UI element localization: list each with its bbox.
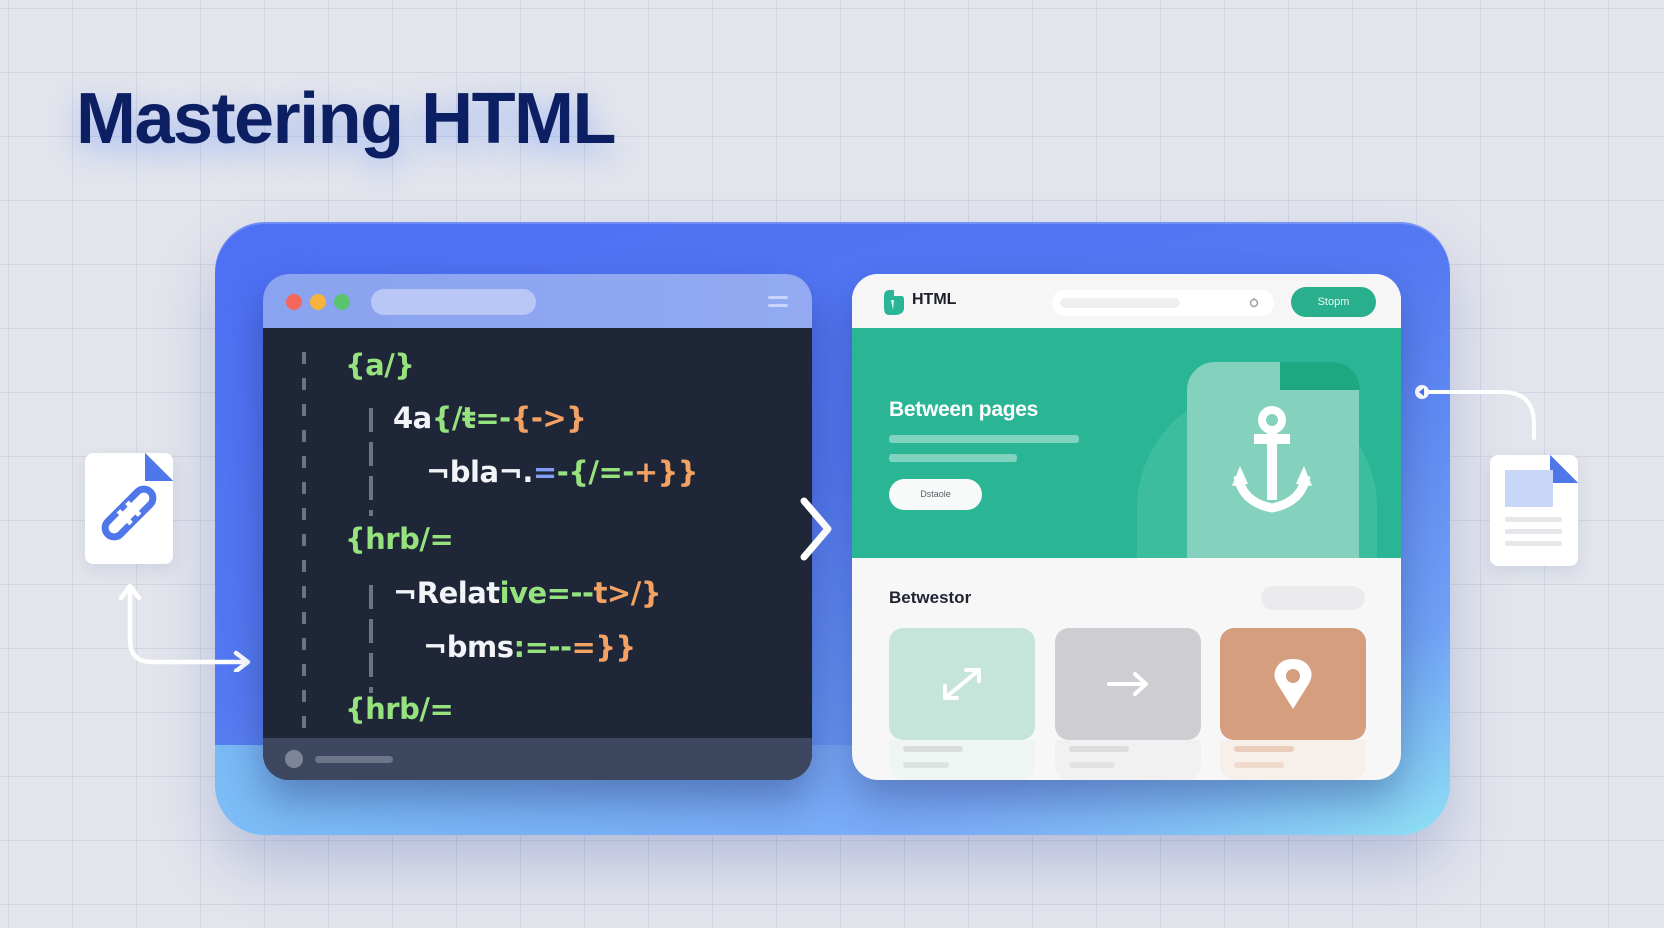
caption-placeholder	[903, 746, 963, 752]
code-line-7: {hrb/=	[345, 692, 454, 726]
browser-header: HTML Stopm	[852, 274, 1401, 328]
code-area[interactable]: {a/} 4a{/ŧ=-{->} ¬bla¬.=-{/=-+}} {hrb/= …	[263, 328, 812, 738]
connector-arrow-right	[1415, 385, 1536, 440]
caption-placeholder	[903, 762, 949, 768]
code-token: -{/=-	[556, 455, 635, 489]
code-token: ive=--	[499, 576, 594, 610]
chain-link-icon	[101, 485, 157, 541]
code-token: ¬Relat	[393, 576, 500, 610]
code-token: =	[532, 455, 557, 489]
code-token: {hrb/=	[345, 692, 454, 726]
code-editor-titlebar	[263, 274, 812, 328]
page-title: Mastering HTML	[76, 79, 617, 159]
code-line-2: 4a{/ŧ=-{->}	[393, 401, 587, 435]
hero-button[interactable]: Dstaole	[889, 479, 982, 510]
search-placeholder	[1060, 298, 1180, 308]
code-line-3: ¬bla¬.=-{/=-+}}	[426, 455, 698, 489]
code-token: ¬bla¬	[426, 455, 523, 489]
section-action-pill[interactable]	[1261, 586, 1365, 610]
caption-placeholder	[1069, 746, 1129, 752]
close-button[interactable]	[286, 294, 302, 310]
indent-guide	[369, 408, 373, 516]
link-document-icon	[85, 453, 173, 564]
editor-tab-bar[interactable]	[371, 289, 536, 315]
maximize-button[interactable]	[334, 294, 350, 310]
chevron-right-icon	[800, 497, 832, 561]
code-line-5: ¬Relative=--t>/}	[393, 576, 661, 610]
card-map-pin[interactable]	[1220, 628, 1366, 740]
code-token: 4a	[393, 401, 432, 435]
card-caption	[1055, 740, 1201, 780]
caption-placeholder	[1234, 746, 1294, 752]
status-text-placeholder	[315, 756, 393, 763]
doc-text-line	[1505, 529, 1562, 534]
code-token: .	[522, 455, 533, 489]
hero-text-placeholder	[889, 454, 1017, 462]
hero-section: Between pages Dstaole	[852, 328, 1401, 558]
anchor-icon	[1232, 406, 1312, 513]
doc-fold	[1550, 455, 1578, 483]
section-title: Betwestor	[889, 588, 972, 607]
brand-name: HTML	[912, 291, 957, 308]
code-token: {/ŧ=-	[431, 401, 511, 435]
code-token: {a/}	[345, 348, 415, 382]
hero-document-fold	[1280, 362, 1360, 390]
code-line-4: {hrb/=	[345, 522, 454, 556]
header-cta-button[interactable]: Stopm	[1291, 287, 1376, 317]
hero-text-placeholder	[889, 435, 1079, 443]
card-caption	[889, 740, 1035, 780]
doc-fold	[145, 453, 173, 481]
editor-status-bar	[263, 738, 812, 780]
code-token: :=--	[513, 630, 572, 664]
code-line-1: {a/}	[345, 348, 415, 382]
status-indicator	[285, 750, 303, 768]
code-line-6: ¬bms:=--=}}	[423, 630, 636, 664]
page-document-icon	[1490, 455, 1578, 566]
card-diagonal-arrows[interactable]	[889, 628, 1035, 740]
card-right-arrow[interactable]	[1055, 628, 1201, 740]
right-arrow-icon	[1107, 672, 1148, 696]
browser-preview-window: HTML Stopm Between pages Dstaole Betwest…	[852, 274, 1401, 780]
doc-image-placeholder	[1505, 470, 1553, 507]
gutter-guide	[302, 352, 306, 732]
menu-icon[interactable]	[768, 296, 788, 308]
diagonal-arrows-icon	[943, 668, 981, 700]
code-token: {hrb/=	[345, 522, 454, 556]
hero-title: Between pages	[889, 398, 1038, 421]
brand-logo-icon	[884, 290, 904, 315]
caption-placeholder	[1234, 762, 1284, 768]
doc-text-line	[1505, 541, 1562, 546]
search-icon[interactable]	[1248, 296, 1262, 310]
minimize-button[interactable]	[310, 294, 326, 310]
doc-text-line	[1505, 517, 1562, 522]
map-pin-icon	[1274, 659, 1312, 709]
code-token: +}}	[633, 455, 699, 489]
search-input[interactable]	[1052, 290, 1274, 316]
code-token: ¬bms	[423, 630, 514, 664]
connector-arrow-left	[118, 583, 251, 672]
card-caption	[1220, 740, 1366, 780]
code-token: =}}	[571, 630, 637, 664]
code-token: t>/}	[593, 576, 662, 610]
code-editor-window: {a/} 4a{/ŧ=-{->} ¬bla¬.=-{/=-+}} {hrb/= …	[263, 274, 812, 780]
code-token: {->}	[510, 401, 587, 435]
caption-placeholder	[1069, 762, 1115, 768]
indent-guide	[369, 585, 373, 693]
